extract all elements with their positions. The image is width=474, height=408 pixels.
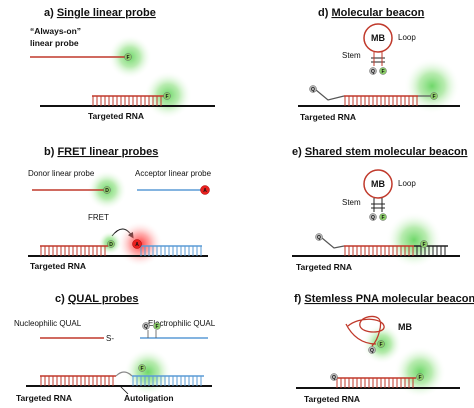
acceptor-marker-label: A xyxy=(203,188,207,194)
panel-b: b) FRET linear probes Donor linear probe… xyxy=(28,146,212,271)
panel-e-title: e) Shared stem molecular beacon xyxy=(292,146,468,158)
panel-c-title: c) QUAL probes xyxy=(55,293,139,305)
fluorophore-label: F xyxy=(165,94,168,100)
loop-label: Loop xyxy=(398,33,416,42)
coiled-pna-probe xyxy=(347,315,385,347)
panel-e: e) Shared stem molecular beacon MB Loop … xyxy=(292,146,468,272)
fluorophore-dot xyxy=(163,92,171,100)
hybridization-rungs xyxy=(40,246,108,256)
stem-label: Stem xyxy=(342,198,361,207)
sulfur-label: S- xyxy=(106,334,114,343)
panel-d-title: d) Molecular beacon xyxy=(318,7,425,19)
panel-a-title: a) Single linear probe xyxy=(44,7,156,19)
beacon-loop xyxy=(363,23,393,53)
nucleophilic-qual-label: Nucleophilic QUAL xyxy=(14,319,82,328)
fluorophore-dot xyxy=(416,373,424,381)
acceptor-marker-label: A xyxy=(135,242,139,248)
target-rna-label: Targeted RNA xyxy=(304,394,360,404)
quencher-label: Q xyxy=(144,324,148,330)
fluorophore-label: F xyxy=(381,215,384,221)
beacon-stem xyxy=(371,201,385,209)
beacon-loop xyxy=(363,169,393,199)
donor-dot xyxy=(107,240,115,248)
quencher-label: Q xyxy=(371,69,375,75)
quencher-label: Q xyxy=(370,348,374,354)
linear-probe-label: linear probe xyxy=(30,38,79,48)
donor-marker-label: D xyxy=(105,188,109,194)
quencher-dot xyxy=(330,373,338,381)
quencher-dot xyxy=(309,85,317,93)
quencher-label: Q xyxy=(317,235,321,241)
beacon-arm xyxy=(321,237,345,249)
hybridization-rungs xyxy=(40,376,116,386)
shared-stem-rungs xyxy=(414,246,448,256)
panel-f: f) Stemless PNA molecular beacon MB Q F … xyxy=(294,293,474,404)
donor-marker-label: D xyxy=(109,242,113,248)
panel-c: c) QUAL probes Nucleophilic QUAL Electro… xyxy=(14,293,216,403)
mb-label: MB xyxy=(371,179,385,189)
fluorophore-label: F xyxy=(155,324,158,330)
donor-probe-label: Donor linear probe xyxy=(28,169,95,178)
hybridization-rungs xyxy=(344,96,418,106)
autoligation-label: Autoligation xyxy=(124,393,174,403)
fluorophore-label: F xyxy=(381,69,384,75)
ligation-junction xyxy=(115,371,133,377)
acceptor-dot xyxy=(200,185,210,195)
electrophilic-qual-label: Electrophilic QUAL xyxy=(148,319,216,328)
fluorophore-label: F xyxy=(418,375,421,381)
hybridization-rungs xyxy=(336,378,416,388)
panel-d: d) Molecular beacon MB Loop Stem Q F Q F… xyxy=(298,7,460,122)
mb-label: MB xyxy=(398,322,412,332)
target-rna-label: Targeted RNA xyxy=(300,112,356,122)
hybridization-rungs xyxy=(132,376,204,386)
quencher-label: Q xyxy=(332,375,336,381)
fluorophore-dot xyxy=(153,322,161,330)
coiled-pna-probe xyxy=(345,323,377,345)
fluorophore-label: F xyxy=(140,366,143,372)
fluorophore-dot xyxy=(420,240,428,248)
quencher-dot xyxy=(368,346,376,354)
fluorophore-dot xyxy=(377,340,385,348)
target-rna-label: Targeted RNA xyxy=(88,111,144,121)
quencher-dot xyxy=(369,67,377,75)
fluorophore-label: F xyxy=(432,94,435,100)
panel-f-title: f) Stemless PNA molecular beacon xyxy=(294,293,474,305)
fluorophore-dot xyxy=(430,92,438,100)
fluorophore-dot xyxy=(379,213,387,221)
beacon-arm xyxy=(315,89,345,101)
hybridization-rungs xyxy=(140,246,202,256)
beacon-stem xyxy=(371,55,385,63)
panel-a: a) Single linear probe “Always-on” linea… xyxy=(30,7,215,121)
fluorophore-label: F xyxy=(126,55,129,61)
fluorescence-glow xyxy=(394,346,446,398)
quencher-label: Q xyxy=(311,87,315,93)
quencher-dot xyxy=(142,322,150,330)
fluorophore-label: F xyxy=(379,342,382,348)
target-rna-label: Targeted RNA xyxy=(16,393,72,403)
fluorophore-dot xyxy=(138,364,146,372)
autoligation-pointer xyxy=(119,385,129,395)
mb-label: MB xyxy=(371,33,385,43)
quencher-dot xyxy=(369,213,377,221)
fluorophore-dot xyxy=(379,67,387,75)
fluorescence-glow xyxy=(124,348,172,396)
hybridization-rungs xyxy=(92,96,164,106)
fluorophore-label: F xyxy=(422,242,425,248)
loop-label: Loop xyxy=(398,179,416,188)
always-on-label: “Always-on” xyxy=(30,26,81,36)
acceptor-dot xyxy=(132,239,142,249)
donor-dot xyxy=(103,186,111,194)
fret-label: FRET xyxy=(88,213,109,222)
fluorescence-glow xyxy=(386,212,442,268)
hybridization-rungs xyxy=(344,246,414,256)
quencher-dot xyxy=(315,233,323,241)
panel-b-title: b) FRET linear probes xyxy=(44,146,158,158)
acceptor-probe-label: Acceptor linear probe xyxy=(135,169,212,178)
fluorophore-dot xyxy=(124,53,132,61)
quencher-label: Q xyxy=(371,215,375,221)
stem-label: Stem xyxy=(342,51,361,60)
target-rna-label: Targeted RNA xyxy=(296,262,352,272)
target-rna-label: Targeted RNA xyxy=(30,261,86,271)
